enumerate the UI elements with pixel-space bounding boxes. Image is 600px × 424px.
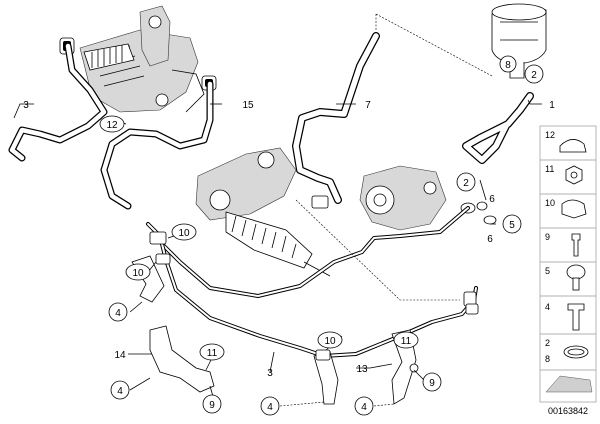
pressure-line [162,206,470,298]
callout-5: 5 [509,220,515,231]
callout-4-a: 4 [115,308,121,319]
hose-clips [149,231,479,361]
callout-8: 8 [505,60,511,71]
callout-15: 15 [242,100,254,111]
callout-3-left: 3 [23,100,29,111]
legend-item-5: 5 [545,266,550,276]
callout-4-b: 4 [117,386,123,397]
callouts: 12 3 15 7 1 2 8 2 6 6 5 10 10 10 4 4 4 4 [23,55,555,416]
callout-10-b: 10 [132,268,144,279]
callout-12: 12 [106,120,118,131]
callout-11-a: 11 [207,348,218,359]
legend-item-8: 8 [545,354,550,364]
callout-6-a: 6 [489,194,495,205]
legend-item-12: 12 [545,130,555,140]
callout-4-d: 4 [361,402,367,413]
pipe-clip-legend-icon [561,199,587,219]
hose-fifteen [100,80,214,210]
legend-item-11: 11 [545,164,554,174]
callout-3-bottom: 3 [267,368,273,379]
callout-7: 7 [365,100,371,111]
power-steering-pump [359,165,447,231]
callout-13: 13 [356,364,368,375]
legend-item-4: 4 [545,302,550,312]
steering-gear-rack-top [79,5,205,113]
hose-clamp-legend-icon [559,139,587,153]
legend-item-10: 10 [545,198,555,208]
callout-2-mid: 2 [463,178,469,189]
callout-10-c: 10 [324,336,336,347]
stud-bolt-legend-icon [571,233,581,257]
callout-9-a: 9 [209,400,215,411]
return-line-bottom [146,222,478,358]
callout-9-b: 9 [429,378,435,389]
banjo-bolt-legend-icon [566,264,586,280]
return-hose-left [8,42,108,162]
gasket-legend-icon [545,375,593,393]
diagram-code: 00163842 [548,406,588,416]
legend-item-9: 9 [545,232,550,242]
legend-item-2: 2 [545,338,550,348]
callout-14: 14 [114,350,126,361]
callout-2-top: 2 [531,70,537,81]
callout-6-b: 6 [487,234,493,245]
leader-lines [13,99,542,407]
hose-seven [292,13,493,209]
callout-4-c: 4 [267,402,273,413]
supply-hose-one [462,92,534,164]
parts-legend: 12 11 10 9 5 4 2 8 [539,125,597,403]
callout-10-a: 10 [178,228,190,239]
callout-11-b: 11 [401,336,412,347]
steering-gear-center [195,147,331,277]
sealing-rings [460,201,497,225]
hex-screw-legend-icon [567,303,585,331]
callout-1: 1 [549,100,555,111]
bracket-bottom-left [149,325,215,393]
